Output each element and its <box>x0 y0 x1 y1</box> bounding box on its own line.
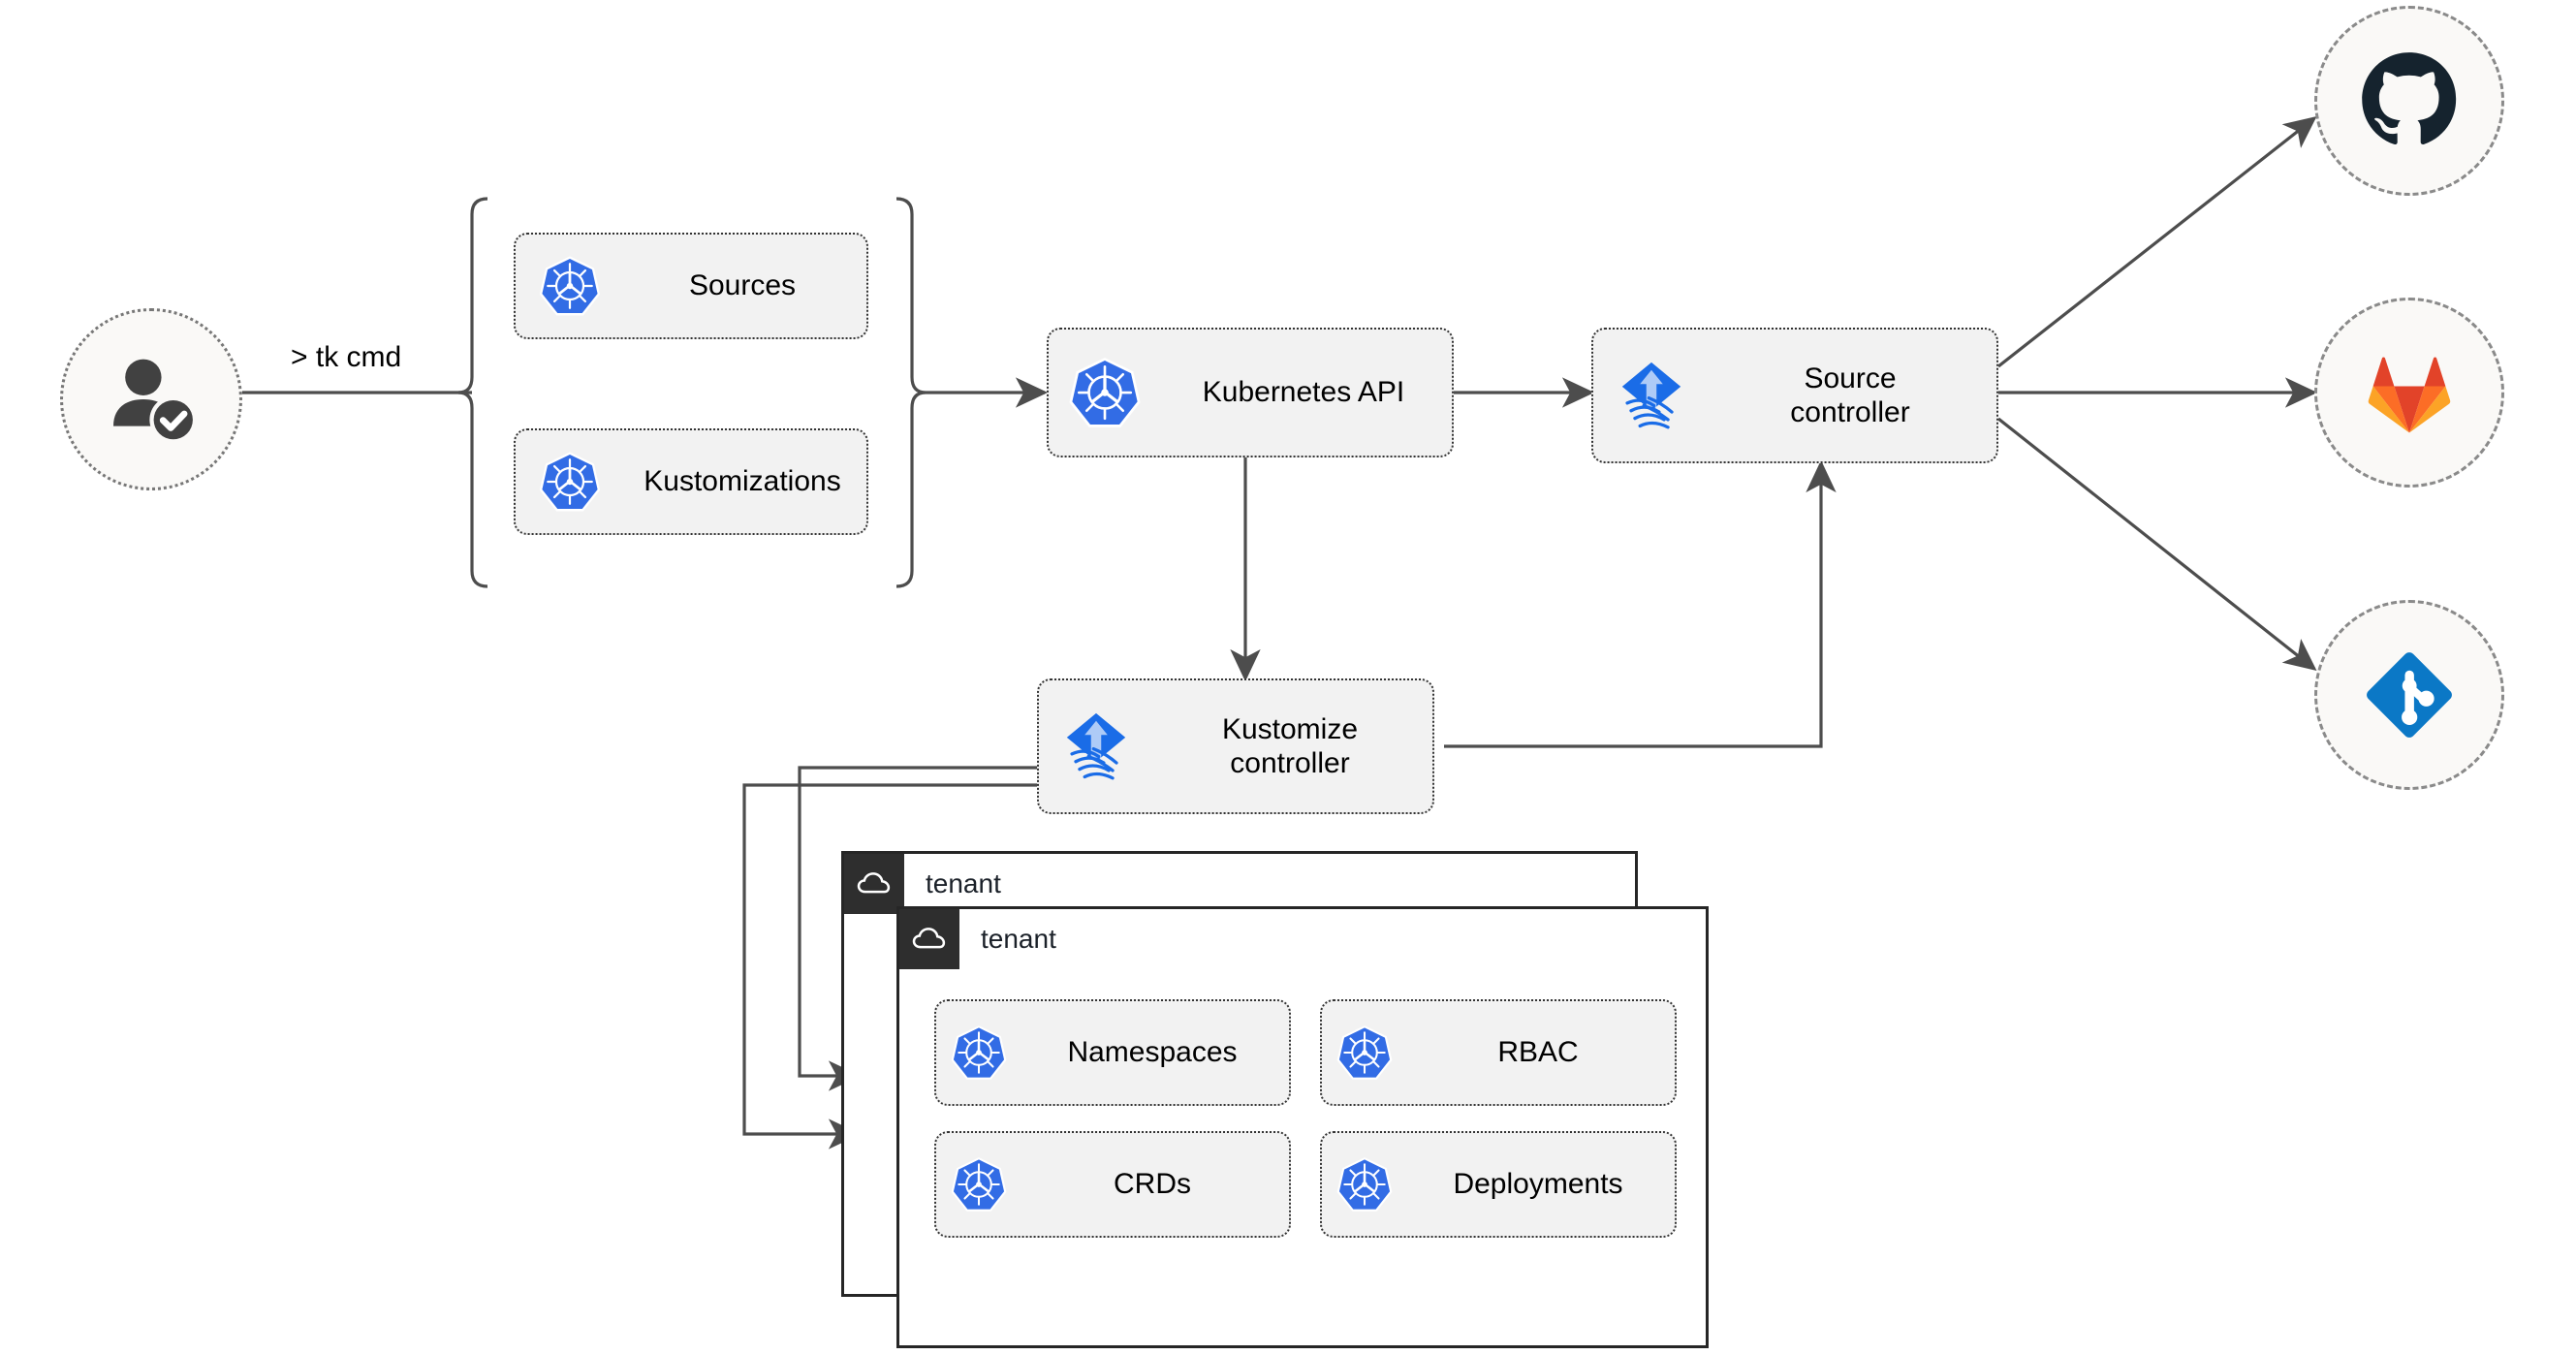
kustomize-controller-line2: controller <box>1230 747 1350 779</box>
kustomize-controller-label: Kustomize controller <box>1153 712 1432 781</box>
source-controller-node[interactable]: Source controller <box>1591 328 1998 463</box>
cloud-icon <box>844 854 904 914</box>
tenant-resource-label: Namespaces <box>1067 1036 1238 1069</box>
kubernetes-icon <box>1322 1023 1407 1083</box>
manifest-item-sources[interactable]: Sources <box>514 233 868 339</box>
tenant-resource-label: Deployments <box>1453 1168 1623 1201</box>
kubernetes-icon <box>516 253 624 319</box>
manifest-item-kustomizations[interactable]: Kustomizations <box>514 428 868 535</box>
kubernetes-api-node[interactable]: Kubernetes API <box>1047 328 1454 457</box>
kubernetes-icon <box>1322 1154 1407 1214</box>
command-label: > tk cmd <box>291 341 402 373</box>
tenant-resource-label: CRDs <box>1114 1168 1191 1201</box>
kustomize-controller-line1: Kustomize <box>1221 712 1359 745</box>
gitlab-icon <box>2368 357 2451 433</box>
flux-icon <box>1039 706 1153 787</box>
kubernetes-icon <box>936 1023 1021 1083</box>
tenant-2-resource-grid: Namespaces <box>934 999 1677 1238</box>
github-icon <box>2362 52 2457 145</box>
kustomize-controller-node[interactable]: Kustomize controller <box>1037 678 1434 814</box>
kubernetes-api-label: Kubernetes API <box>1202 376 1405 409</box>
tenant-resource-rbac[interactable]: RBAC <box>1320 999 1677 1106</box>
tenant-2-header: tenant <box>899 909 1706 969</box>
tenant-1-header: tenant <box>844 854 1635 914</box>
tenant-resource-deployments[interactable]: Deployments <box>1320 1131 1677 1238</box>
tenant-resource-label: RBAC <box>1497 1036 1579 1069</box>
git-provider-github[interactable] <box>2314 6 2504 196</box>
tenant-resource-crds[interactable]: CRDs <box>934 1131 1291 1238</box>
source-controller-label: Source controller <box>1710 362 1996 430</box>
tenant-1-label: tenant <box>926 868 1001 898</box>
git-provider-git[interactable] <box>2314 600 2504 790</box>
tenant-resource-namespaces[interactable]: Namespaces <box>934 999 1291 1106</box>
git-provider-gitlab[interactable] <box>2314 298 2504 488</box>
flux-icon <box>1593 355 1710 436</box>
kubernetes-icon <box>936 1154 1021 1214</box>
tenant-card-2[interactable]: tenant <box>896 906 1709 1348</box>
tenant-2-label: tenant <box>981 924 1056 954</box>
kubernetes-icon <box>516 449 624 515</box>
source-controller-line2: controller <box>1790 396 1910 428</box>
git-icon <box>2367 652 2452 738</box>
cloud-icon <box>899 909 959 969</box>
user-node <box>60 308 242 490</box>
manifest-item-label: Sources <box>688 269 797 302</box>
manifest-item-label: Kustomizations <box>644 465 841 498</box>
source-controller-line1: Source <box>1804 362 1897 394</box>
user-verified-icon <box>113 359 198 444</box>
kubernetes-icon <box>1049 354 1161 431</box>
